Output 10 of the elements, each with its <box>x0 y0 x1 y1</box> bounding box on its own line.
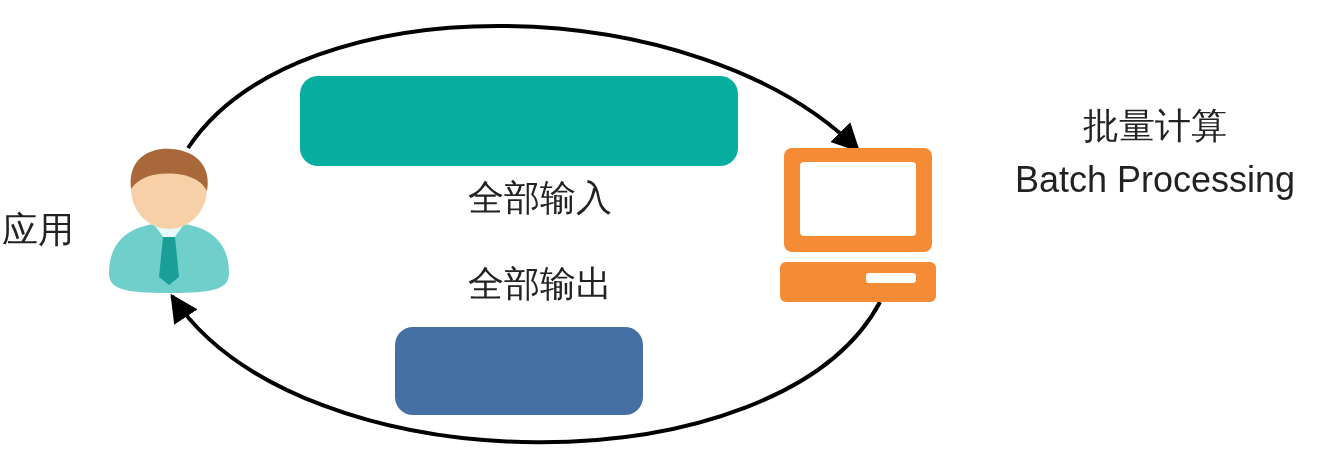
node-caption: 全部输入 <box>468 176 612 220</box>
node-caption: Batch Processing <box>1014 158 1296 202</box>
node-caption: 应用 <box>2 208 74 252</box>
input-bar <box>300 76 738 166</box>
node-caption: 全部输出 <box>468 262 612 306</box>
output-bar <box>395 327 643 415</box>
computer-icon <box>780 148 936 302</box>
arrow <box>186 24 861 152</box>
node-caption: 批量计算 <box>1083 104 1227 148</box>
arrow <box>170 293 882 445</box>
